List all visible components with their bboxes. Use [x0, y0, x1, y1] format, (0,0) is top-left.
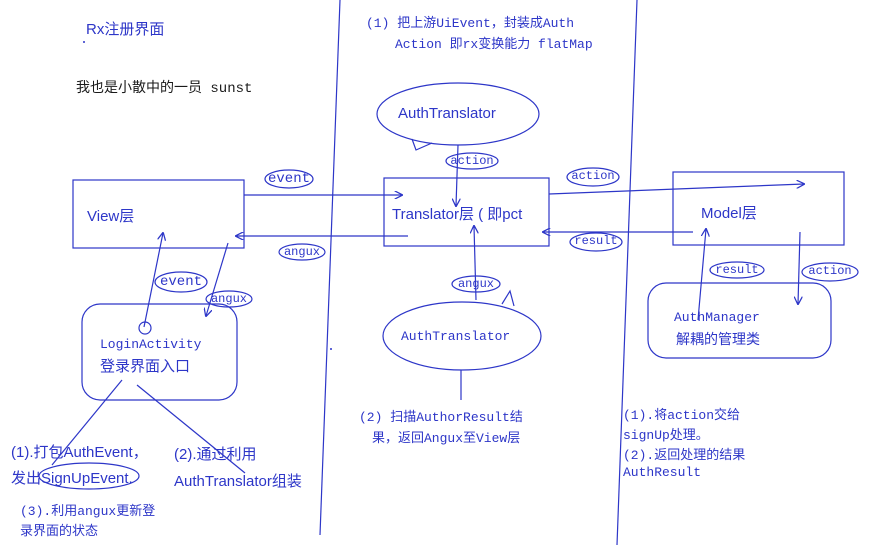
- angux-mid-oval: [278, 243, 326, 261]
- arrow-model-to-authmanager: [798, 231, 800, 304]
- angux-bottom-label: angux: [457, 277, 494, 291]
- arrow-translator-to-model: [548, 184, 804, 195]
- note-3-line-1: (1).将action交给: [623, 408, 741, 423]
- angux-left-oval: [205, 290, 253, 308]
- note-3-line-4: AuthResult: [623, 465, 702, 480]
- note-3-line-2: signUp处理。: [623, 428, 709, 443]
- leader-note-1: [51, 379, 123, 466]
- view-layer-label: View层: [87, 208, 135, 225]
- event-origin-circle: [138, 321, 152, 335]
- model-layer-label: Model层: [701, 205, 757, 222]
- note-3-line-3: (2).返回处理的结果: [623, 448, 746, 463]
- arrow-authmanager-to-model: [697, 229, 706, 321]
- translator-layer-label: Translator层 ( 即pct: [392, 206, 523, 223]
- top-bubble-tail: [411, 138, 433, 151]
- lane-divider-left: [319, 0, 341, 536]
- result-model-oval: [709, 261, 765, 279]
- event-top-oval: [264, 169, 314, 189]
- leader-note-2: [136, 384, 246, 474]
- action-model-oval: [801, 262, 859, 282]
- note-1-line-1: (1) 把上游UiEvent，封装成Auth: [366, 16, 575, 31]
- arrow-top-bubble-to-translator: [456, 144, 458, 206]
- view-layer-box: [72, 179, 245, 249]
- auth-manager-box: [647, 282, 832, 359]
- angux-bottom-oval: [451, 275, 501, 293]
- action-model-label: action: [808, 264, 852, 278]
- bottom-note-2-line-1: (2).通过利用: [174, 446, 257, 463]
- action-center-oval: [445, 152, 499, 170]
- auth-manager-label: AuthManager: [674, 310, 760, 325]
- bottom-bubble-tail: [501, 289, 515, 307]
- action-center-label: action: [450, 154, 494, 168]
- result-center-oval: [569, 232, 623, 252]
- auth-translator-bottom-label: AuthTranslator: [401, 329, 511, 344]
- bottom-note-1-line-1: (1).打包AuthEvent，: [11, 444, 148, 461]
- diagram-title: Rx注册界面: [86, 21, 165, 38]
- event-top-label: event: [267, 171, 310, 187]
- result-model-label: result: [715, 263, 759, 277]
- note-2-line-2: 果，返回Angux至View层: [372, 431, 521, 446]
- auth-translator-bottom-bubble: [382, 301, 542, 371]
- auth-manager-desc: 解耦的管理类: [676, 331, 760, 347]
- model-layer-box: [672, 171, 845, 246]
- bottom-note-2-line-2: AuthTranslator组装: [174, 473, 302, 490]
- signup-event-oval: [38, 462, 140, 490]
- stray-dot-2: [330, 348, 332, 350]
- auth-translator-top-label: AuthTranslator: [398, 105, 496, 122]
- note-1-line-2: Action 即rx变换能力 flatMap: [395, 37, 593, 52]
- event-left-label: event: [159, 274, 202, 290]
- lane-divider-right: [616, 0, 638, 546]
- bottom-note-3-line-1: (3).利用angux更新登: [20, 504, 156, 519]
- bottom-note-1-line-2: 发出SignUpEvent.: [11, 470, 133, 487]
- result-center-label: result: [574, 234, 618, 248]
- action-right-oval: [566, 167, 620, 187]
- event-left-oval: [154, 271, 208, 293]
- login-activity-label: LoginActivity: [100, 337, 202, 352]
- angux-mid-label: angux: [283, 245, 320, 259]
- login-entry-label: 登录界面入口: [100, 358, 191, 375]
- stray-dot-1: [83, 41, 85, 43]
- login-activity-box: [81, 303, 238, 401]
- arrow-bottom-bubble-to-translator: [474, 226, 476, 301]
- note-2-line-1: (2) 扫描AuthorResult结: [359, 410, 523, 425]
- angux-left-label: angux: [210, 292, 247, 306]
- arrow-login-to-view: [143, 233, 163, 328]
- action-right-label: action: [571, 169, 615, 183]
- bottom-note-3-line-2: 录界面的状态: [20, 524, 99, 539]
- translator-layer-box: [383, 177, 550, 247]
- diagram-subtitle: 我也是小散中的一员 sunst: [76, 81, 253, 97]
